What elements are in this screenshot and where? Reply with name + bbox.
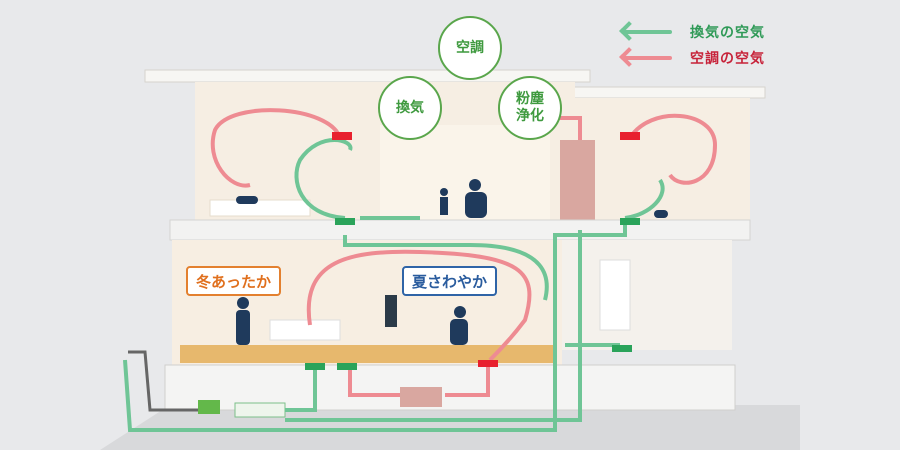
air-conditioning-badge: 空調 <box>438 16 502 80</box>
ventilation-badge: 換気 <box>378 76 442 140</box>
green-arrow-supply <box>285 370 317 412</box>
person <box>469 179 481 191</box>
green-arrow-down <box>343 235 549 301</box>
green-arrow-return <box>123 222 627 432</box>
person-body <box>450 319 468 345</box>
green-arrow-upper-left <box>294 138 353 220</box>
dust-purification-badge: 粉塵 浄化 <box>498 76 562 140</box>
legend-conditioned-air: 空調の空気 <box>622 48 765 68</box>
bed <box>209 199 311 217</box>
ventilation-fan <box>198 400 220 414</box>
vent-outlet <box>620 218 640 225</box>
outlets <box>305 132 640 370</box>
tag-label: 夏さわやか <box>412 272 488 291</box>
red-arrow-ground <box>306 249 532 362</box>
window <box>599 259 631 331</box>
kitchen-counter <box>269 319 341 341</box>
badge-label-line2: 浄化 <box>516 108 544 124</box>
conditioned-air-flow <box>210 108 718 397</box>
red-arrow-under-2 <box>348 370 400 397</box>
vent-outlet <box>337 363 357 370</box>
red-arrow-icon <box>622 56 672 60</box>
green-arrow-icon <box>622 30 672 34</box>
cat <box>654 210 668 218</box>
dust-purifier-duct <box>560 140 595 220</box>
ground-floor-right-room <box>562 240 732 350</box>
family-silhouettes <box>236 179 668 345</box>
winter-warm-tag: 冬あったか <box>186 266 282 296</box>
vent-outlet <box>335 218 355 225</box>
red-arrow-upper-right <box>628 113 718 185</box>
wood-floor <box>180 345 555 363</box>
vent-outlet <box>305 363 325 370</box>
green-arrow-upper-right <box>624 178 665 220</box>
ac-outlet <box>332 132 352 140</box>
summer-cool-tag: 夏さわやか <box>402 266 498 296</box>
red-arrow-under-1 <box>445 365 490 397</box>
legend-label: 換気の空気 <box>690 25 765 41</box>
person-body <box>465 192 487 218</box>
heat-exchanger <box>234 402 286 418</box>
child-lying <box>236 196 258 204</box>
legend-label: 空調の空気 <box>690 51 765 67</box>
person-body <box>236 310 250 345</box>
ac-outlet <box>620 132 640 140</box>
legend-ventilation-air: 換気の空気 <box>622 22 765 42</box>
television <box>385 295 397 327</box>
badge-label-line1: 粉塵 <box>516 91 544 107</box>
floor-slab <box>169 219 751 241</box>
outdoor-air-intake <box>128 350 198 412</box>
vent-outlet <box>612 345 632 352</box>
tag-label: 冬あったか <box>196 272 272 291</box>
ventilation-air-flow <box>123 138 665 432</box>
badge-label: 空調 <box>456 39 484 56</box>
green-arrow-riser <box>285 230 582 422</box>
badge-label: 換気 <box>396 99 424 116</box>
roof-right <box>569 86 766 99</box>
person <box>237 297 249 309</box>
ac-outlet <box>478 360 498 367</box>
person <box>454 306 466 318</box>
child <box>440 188 448 196</box>
red-arrow-upper-left <box>210 108 342 188</box>
child-body <box>440 197 448 215</box>
underfloor-ac-unit <box>400 387 442 407</box>
